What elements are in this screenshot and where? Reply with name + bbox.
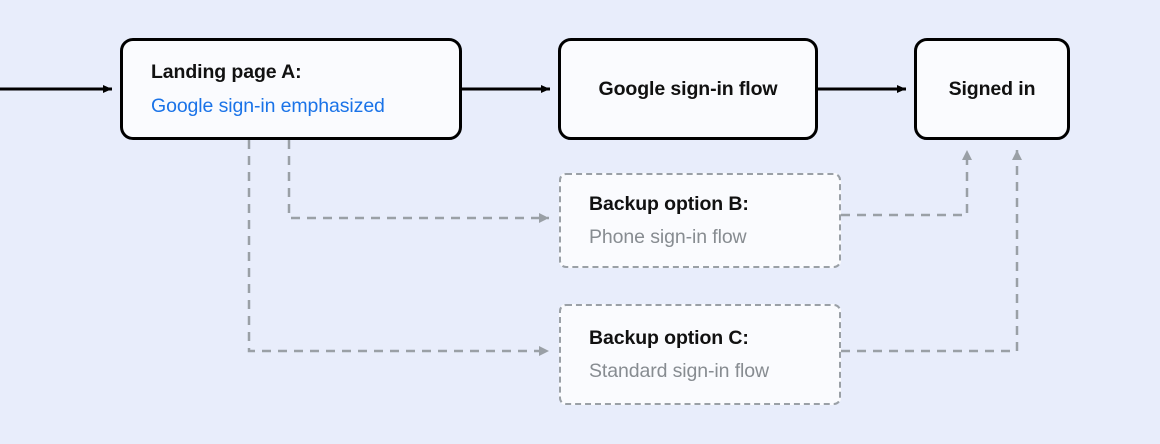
edge-landing-to-backup-b [287,140,549,223]
node-backup-option-c-subtitle: Standard sign-in flow [589,360,769,382]
edge-backup-b-to-signed-in [841,150,972,217]
node-backup-option-c-title: Backup option C: [589,326,749,349]
node-backup-option-b[interactable]: Backup option B: Phone sign-in flow [559,173,841,268]
node-signed-in-label: Signed in [948,77,1036,100]
node-signed-in[interactable]: Signed in [914,38,1070,140]
node-backup-option-b-subtitle: Phone sign-in flow [589,226,747,248]
node-landing-page-a[interactable]: Landing page A: Google sign-in emphasize… [120,38,462,140]
edge-backup-c-to-signed-in [841,150,1022,353]
edge-landing-to-backup-c [247,140,549,356]
node-backup-option-b-title: Backup option B: [589,192,749,215]
node-backup-option-c[interactable]: Backup option C: Standard sign-in flow [559,304,841,405]
node-google-sign-in-flow-label: Google sign-in flow [598,77,778,100]
node-landing-page-a-subtitle: Google sign-in emphasized [151,94,385,117]
node-landing-page-a-title: Landing page A: [151,61,302,84]
node-google-sign-in-flow[interactable]: Google sign-in flow [558,38,818,140]
